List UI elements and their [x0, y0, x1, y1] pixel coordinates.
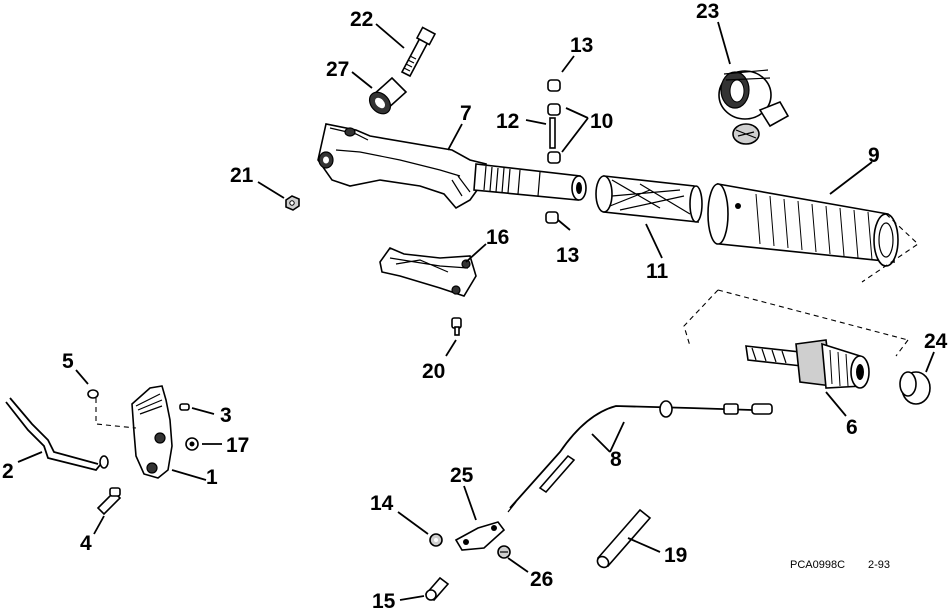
part-6-housing	[745, 339, 870, 389]
part-19-rod	[596, 508, 652, 569]
part-3-pin	[179, 403, 190, 411]
part-24-cap	[899, 371, 931, 405]
callout-26: 26	[530, 568, 553, 591]
callout-6: 6	[846, 416, 858, 439]
callout-7: 7	[460, 102, 472, 125]
part-13-top-sleeve	[547, 79, 561, 92]
part-25-clip	[454, 521, 506, 551]
part-16-bracket	[379, 247, 477, 297]
part-27-bushing	[368, 76, 408, 115]
part-12-pin	[549, 117, 556, 149]
leader-lines	[17, 21, 935, 601]
part-9-throttle-grip	[707, 183, 899, 267]
callout-5: 5	[62, 350, 74, 373]
part-13-bottom-sleeve	[545, 211, 559, 224]
part-23-collar	[718, 69, 790, 145]
part-7-steering-arm	[317, 123, 587, 210]
callout-15: 15	[372, 590, 396, 609]
callout-3: 3	[220, 404, 232, 427]
callout-11: 11	[646, 260, 669, 283]
callout-1: 1	[206, 466, 218, 489]
callout-21: 21	[230, 164, 254, 187]
part-1-handle	[131, 385, 173, 479]
callout-20: 20	[422, 360, 445, 383]
part-21-nut	[285, 195, 300, 211]
part-20-screw	[451, 317, 462, 336]
callout-22: 22	[350, 8, 373, 31]
callout-13-top: 13	[570, 34, 593, 57]
part-8-cable	[507, 400, 773, 513]
callout-4: 4	[80, 532, 92, 555]
part-4-bolt	[96, 487, 122, 516]
part-5-dashed-line	[95, 398, 137, 429]
part-17-washer	[185, 437, 199, 451]
drawing-date: 2-93	[868, 559, 890, 571]
part-5-sleeve	[87, 389, 99, 399]
part-22-bolt	[400, 26, 437, 78]
callout-23: 23	[696, 0, 719, 23]
callout-10: 10	[590, 110, 613, 133]
callout-12: 12	[496, 110, 519, 133]
drawing-code: PCA0998C	[790, 559, 845, 571]
part-14-washer	[429, 533, 443, 547]
callout-2: 2	[2, 460, 14, 483]
part-26-screw	[497, 545, 511, 559]
callout-25: 25	[450, 464, 474, 487]
callout-14: 14	[370, 492, 394, 515]
alignment-dashed-lines	[683, 213, 919, 357]
callout-24: 24	[924, 330, 948, 353]
callout-17: 17	[226, 434, 249, 457]
callout-16: 16	[486, 226, 509, 249]
part-15-terminal	[424, 576, 450, 602]
callout-19: 19	[664, 544, 687, 567]
callout-9: 9	[868, 144, 880, 167]
part-2-wire	[5, 397, 109, 472]
callout-8: 8	[610, 448, 622, 471]
part-10-sleeves	[547, 103, 561, 164]
callout-27: 27	[326, 58, 349, 81]
callout-13-bottom: 13	[556, 244, 579, 267]
part-11-grip-insert	[595, 175, 703, 223]
